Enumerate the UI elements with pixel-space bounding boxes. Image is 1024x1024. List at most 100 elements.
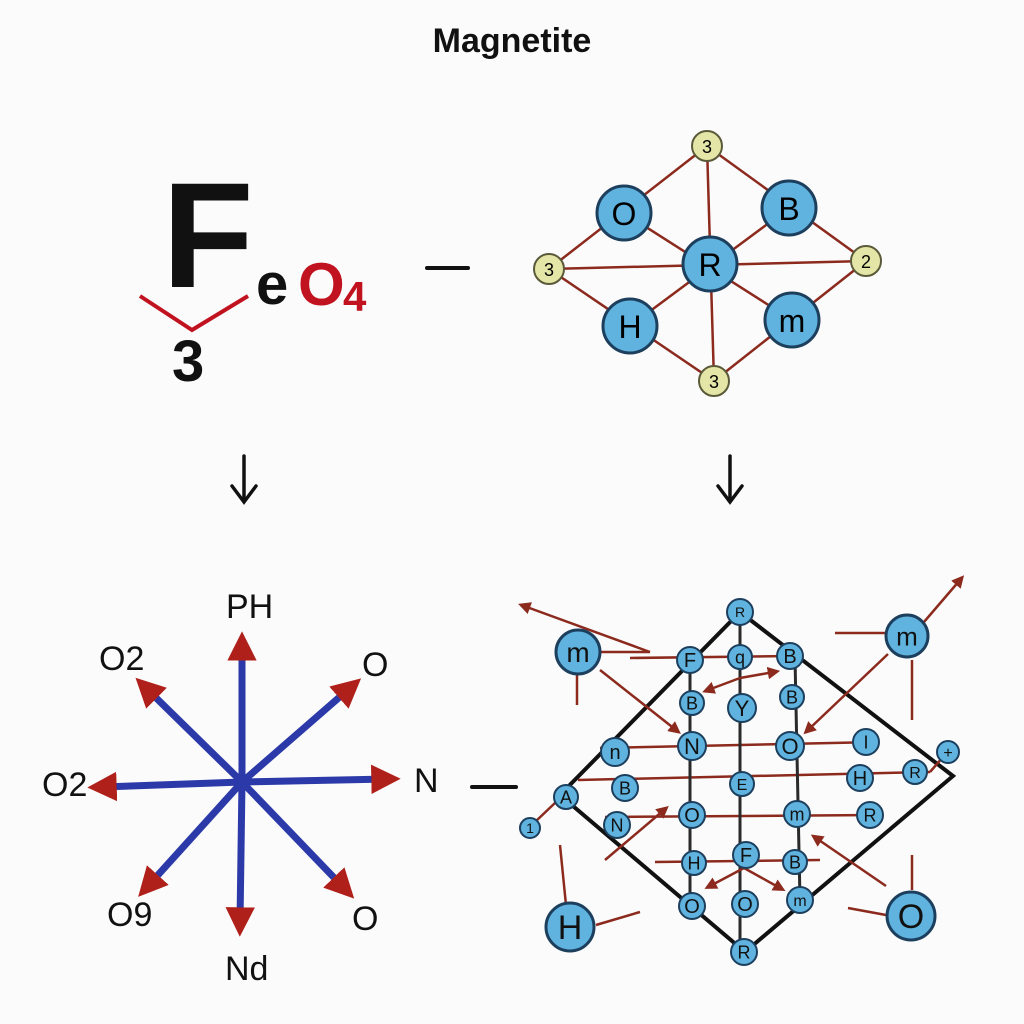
connector-dash-bottom (470, 785, 518, 789)
svg-text:H: H (618, 309, 641, 345)
svg-text:I: I (863, 732, 868, 752)
svg-text:m: m (793, 893, 806, 910)
formula-subscript: 4 (343, 273, 367, 320)
bottom-lattice-node-outer-upper-right: m (884, 613, 930, 659)
svg-text:E: E (737, 777, 748, 794)
svg-text:O: O (684, 896, 700, 918)
svg-text:B: B (786, 687, 798, 707)
bottom-lattice-node-row3-0: n (600, 737, 630, 767)
bottom-lattice-node-row2-2: B (779, 684, 805, 710)
svg-text:B: B (789, 852, 801, 872)
star-label-up: PH (226, 588, 274, 626)
lattice-node-right (850, 245, 882, 277)
star-arrow-upper-right (238, 678, 362, 786)
lattice-node-top (691, 130, 723, 162)
svg-text:H: H (853, 768, 867, 790)
bottom-lattice-node-row4-0: A (553, 784, 579, 810)
bottom-lattice-node-row7-2: m (786, 886, 814, 914)
svg-text:H: H (558, 909, 583, 947)
bottom-lattice-node-row5-2: m (783, 800, 811, 828)
star-arrow-down (225, 778, 255, 937)
bottom-lattice-node-row6-2: B (782, 849, 808, 875)
bottom-lattice-node-row4-1: B (611, 774, 639, 802)
svg-text:O: O (781, 734, 798, 759)
bottom-lattice-node-row3-1: N (677, 731, 707, 761)
svg-text:F: F (740, 845, 752, 867)
formula-letter-e: e (256, 252, 289, 317)
star-arrow-lower-right (238, 778, 355, 899)
bottom-lattice-node-outer-lower-left: H (544, 901, 596, 953)
svg-text:H: H (688, 853, 701, 873)
star-label-upper-right: O (362, 646, 389, 684)
bottom-lattice-node-row2-0: B (679, 690, 705, 716)
svg-text:R: R (735, 604, 745, 620)
star-label-left: O2 (42, 766, 88, 804)
svg-text:B: B (778, 191, 799, 227)
star-label-down: Nd (225, 950, 269, 988)
bottom-lattice-node-row7-0: O (678, 892, 706, 920)
svg-text:B: B (686, 693, 698, 713)
bottom-lattice-node-row4-2: E (729, 771, 755, 797)
star-label-lower-right: O (352, 900, 379, 938)
svg-text:R: R (864, 805, 877, 825)
connector-dash-top (425, 266, 470, 270)
svg-text:m: m (896, 621, 918, 651)
svg-text:3: 3 (544, 260, 554, 280)
bottom-lattice-node-row6-1: F (732, 841, 760, 869)
bottom-lattice-node-row1-2: B (776, 642, 804, 670)
svg-text:q: q (735, 647, 745, 667)
svg-text:m: m (779, 303, 806, 339)
svg-text:Y: Y (735, 696, 750, 721)
svg-text:R: R (698, 247, 721, 283)
lattice-node-left (533, 253, 565, 285)
star-arrow-upper-left (135, 677, 246, 786)
svg-text:2: 2 (861, 252, 871, 272)
formula-oxygen: O (298, 251, 345, 318)
svg-text:O: O (684, 805, 700, 827)
lattice-node-bottom (698, 365, 730, 397)
star-arrow-right (238, 764, 401, 795)
bottom-lattice-node-bottom: R (730, 938, 758, 966)
bottom-lattice-node-outer-lower-right: O (885, 890, 937, 942)
lattice-node-upper-left (595, 184, 653, 242)
bottom-lattice-node-row6-0: H (681, 850, 707, 876)
formula-number-below: 3 (172, 329, 205, 394)
svg-text:O: O (737, 894, 753, 916)
bottom-lattice-node-top: R (726, 598, 754, 626)
formula-letter-f: F (162, 151, 254, 319)
svg-text:B: B (783, 646, 796, 668)
svg-text:A: A (560, 787, 572, 807)
svg-text:3: 3 (709, 372, 719, 392)
svg-text:O: O (612, 196, 637, 232)
bottom-lattice-node-far-right: + (936, 740, 960, 764)
bottom-lattice-node-row3-3: I (852, 728, 880, 756)
bottom-lattice-node-row1-1: q (727, 644, 753, 670)
star-label-upper-left: O2 (99, 640, 145, 678)
svg-text:N: N (684, 734, 700, 759)
bottom-lattice-node-row1-0: F (676, 646, 704, 674)
page-title: Magnetite (432, 22, 592, 60)
svg-text:n: n (609, 742, 620, 764)
bottom-lattice-node-row5-0: N (603, 811, 631, 839)
bottom-lattice-node-far-left: 1 (519, 817, 541, 839)
bottom-lattice-node-row3-2: O (775, 731, 805, 761)
star-label-lower-left: O9 (107, 896, 153, 934)
svg-text:R: R (909, 765, 921, 782)
star-arrow-lower-left (138, 778, 246, 897)
star-label-right: N (414, 762, 439, 800)
svg-text:B: B (619, 778, 631, 798)
bottom-lattice-node-row4-3: H (846, 764, 874, 792)
bottom-lattice-node-row4-4: R (902, 759, 928, 785)
lattice-node-lower-left (601, 297, 659, 355)
svg-text:3: 3 (702, 137, 712, 157)
svg-text:F: F (684, 650, 696, 672)
bottom-lattice-node-row5-3: R (856, 801, 884, 829)
svg-text:N: N (611, 815, 624, 835)
bottom-lattice-node-row7-1: O (731, 890, 759, 918)
svg-text:m: m (566, 637, 589, 668)
bottom-lattice-node-row2-1: Y (727, 693, 757, 723)
lattice-node-upper-right (760, 179, 818, 237)
